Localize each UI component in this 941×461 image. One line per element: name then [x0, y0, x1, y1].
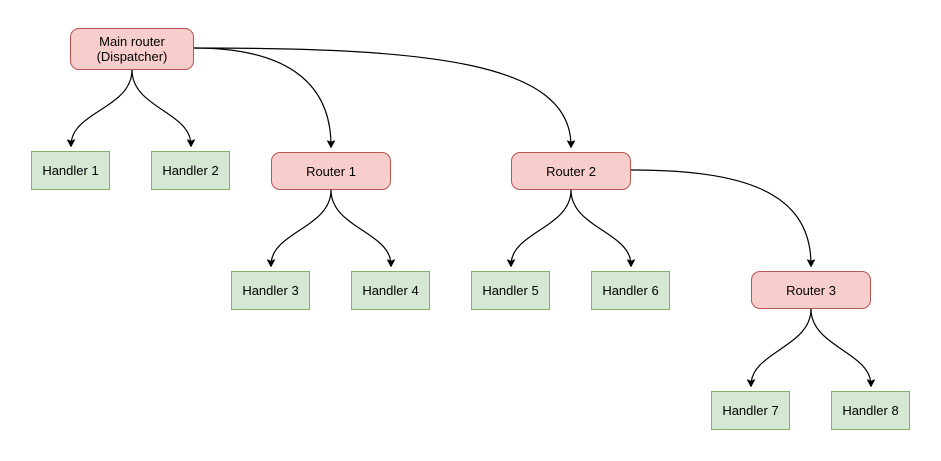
edge-router-2-to-handler-5: [511, 189, 572, 265]
edge-main-to-handler-2: [131, 69, 191, 145]
edge-router-3-to-handler-8: [810, 308, 871, 385]
node-label-handler-4: Handler 4: [362, 283, 419, 298]
edge-router-1-to-handler-3: [271, 189, 332, 265]
node-handler-1[interactable]: Handler 1: [31, 151, 110, 190]
node-label-handler-3: Handler 3: [242, 283, 299, 298]
edge-main-to-router-2: [193, 47, 571, 146]
node-main-router[interactable]: Main router (Dispatcher): [70, 28, 194, 70]
edge-main-to-router-1: [193, 47, 331, 146]
node-handler-6[interactable]: Handler 6: [591, 271, 670, 310]
node-handler-3[interactable]: Handler 3: [231, 271, 310, 310]
node-label-handler-5: Handler 5: [482, 283, 539, 298]
node-label-router-1: Router 1: [306, 163, 356, 179]
node-label-main-router: Main router (Dispatcher): [96, 34, 168, 64]
node-router-2[interactable]: Router 2: [511, 152, 631, 190]
edge-router-1-to-handler-4: [330, 189, 391, 265]
node-handler-5[interactable]: Handler 5: [471, 271, 550, 310]
node-label-handler-7: Handler 7: [722, 403, 779, 418]
edge-router-2-to-router-3: [630, 169, 811, 265]
edge-main-to-handler-1: [71, 69, 133, 145]
node-label-handler-1: Handler 1: [42, 163, 99, 178]
node-label-handler-8: Handler 8: [842, 403, 899, 418]
node-handler-2[interactable]: Handler 2: [151, 151, 230, 190]
node-label-router-3: Router 3: [786, 282, 836, 298]
node-router-3[interactable]: Router 3: [751, 271, 871, 309]
node-label-router-2: Router 2: [546, 163, 596, 179]
node-label-handler-2: Handler 2: [162, 163, 219, 178]
edge-router-3-to-handler-7: [751, 308, 812, 385]
edge-router-2-to-handler-6: [570, 189, 631, 265]
node-handler-4[interactable]: Handler 4: [351, 271, 430, 310]
node-label-handler-6: Handler 6: [602, 283, 659, 298]
node-handler-7[interactable]: Handler 7: [711, 391, 790, 430]
node-handler-8[interactable]: Handler 8: [831, 391, 910, 430]
node-router-1[interactable]: Router 1: [271, 152, 391, 190]
edge-group: [71, 47, 871, 385]
